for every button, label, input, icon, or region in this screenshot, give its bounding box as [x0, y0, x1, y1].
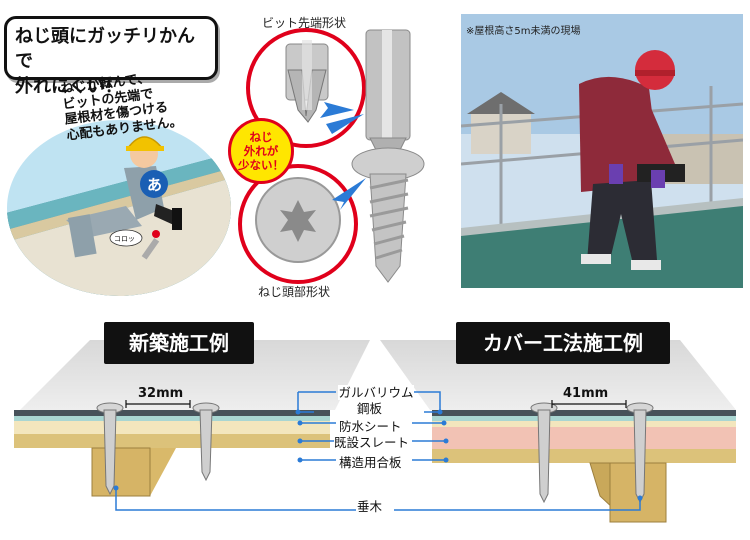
photo-caption: ※屋根高さ5m未満の現場 [466, 26, 581, 37]
headline-text: ねじ頭にガッチリかんで 外れにくい！ [15, 26, 195, 97]
bit-tip-icon [285, 40, 329, 123]
label-rafter: 垂木 [357, 499, 383, 514]
bit-tip-magnifier [246, 28, 366, 148]
koro-bubble: コロッ [109, 229, 143, 247]
new-build-title: 新築施工例 [104, 322, 254, 364]
leader-lines [115, 391, 641, 511]
label-waterproof-sheet: 防水シート [339, 419, 402, 434]
roofer-figure [579, 50, 685, 270]
falling-screw-icon [141, 230, 160, 260]
speech-bubble: あ [140, 170, 168, 198]
label-existing-slate: 既設スレート [334, 435, 410, 450]
svg-text:コロッ: コロッ [114, 235, 135, 243]
site-photo [461, 14, 743, 288]
cover-method-layers [432, 410, 736, 523]
label-galvalume: ガルバリウム [338, 385, 414, 400]
label-steel-sheet: 鋼板 [357, 401, 383, 416]
screw-cover-2 [626, 402, 654, 504]
cover-method-title: カバー工法施工例 [456, 322, 670, 364]
screw-cover-1 [530, 402, 558, 504]
dimension-brackets [125, 400, 627, 408]
badge-text: ねじ 外れが 少ない！ [238, 130, 284, 172]
arrow-to-head-icon [332, 178, 366, 210]
new-build-dimension: 32mm [138, 386, 184, 401]
label-structural-plywood: 構造用合板 [339, 455, 402, 470]
rafter-left [91, 447, 151, 497]
screw-new-1 [96, 402, 124, 496]
headline-box: ねじ頭にガッチリかんで 外れにくい！ [4, 16, 218, 97]
new-build-layers [14, 410, 330, 497]
screw-new-2 [192, 402, 220, 482]
driver-bit-icon [365, 29, 411, 159]
worker-illustration: あ コロッ [7, 120, 231, 296]
head-shape-label: ねじ頭部形状 [258, 285, 331, 299]
arrow-to-bit-icon [320, 102, 354, 118]
bit-diagram [238, 28, 425, 284]
screw-icon [351, 147, 425, 283]
no-slip-badge: ねじ 外れが 少ない！ [228, 118, 294, 184]
cover-method-dimension: 41mm [563, 386, 609, 401]
bit-tip-label: ビット先端形状 [262, 16, 347, 30]
screw-head-magnifier [238, 164, 358, 284]
svg-text:あ: あ [147, 176, 162, 194]
